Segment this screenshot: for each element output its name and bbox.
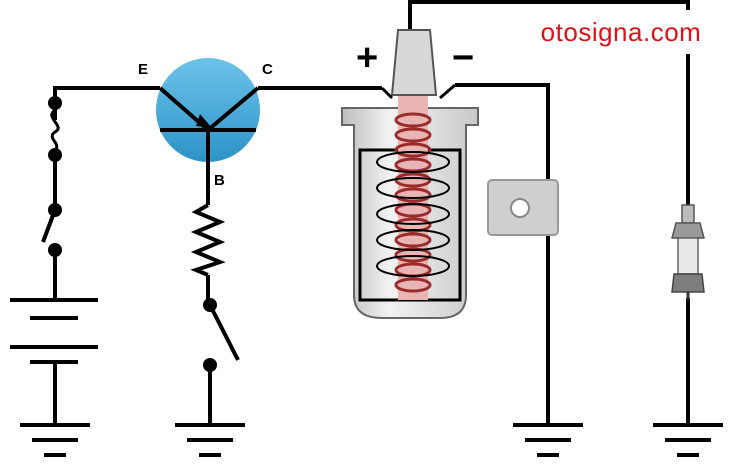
ground-coil [513, 423, 583, 457]
coil-positive-label: + [356, 37, 379, 79]
ground-breaker [175, 423, 245, 457]
base-label: B [214, 172, 225, 189]
resistor [190, 203, 226, 277]
main-wiring [53, 0, 690, 425]
watermark: otosigna.com [512, 10, 730, 54]
ground-spark-plug [653, 423, 723, 457]
spark-plug [671, 204, 705, 300]
coil-negative-label: − [452, 37, 475, 79]
transistor [156, 58, 260, 165]
battery [10, 298, 98, 364]
emitter-label: E [138, 61, 149, 78]
ground-battery [20, 423, 90, 457]
contact-breaker [203, 298, 240, 372]
fuse [48, 96, 62, 162]
collector-label: C [262, 61, 273, 78]
ignition-coil [341, 29, 559, 319]
ignition-switch [41, 203, 62, 257]
